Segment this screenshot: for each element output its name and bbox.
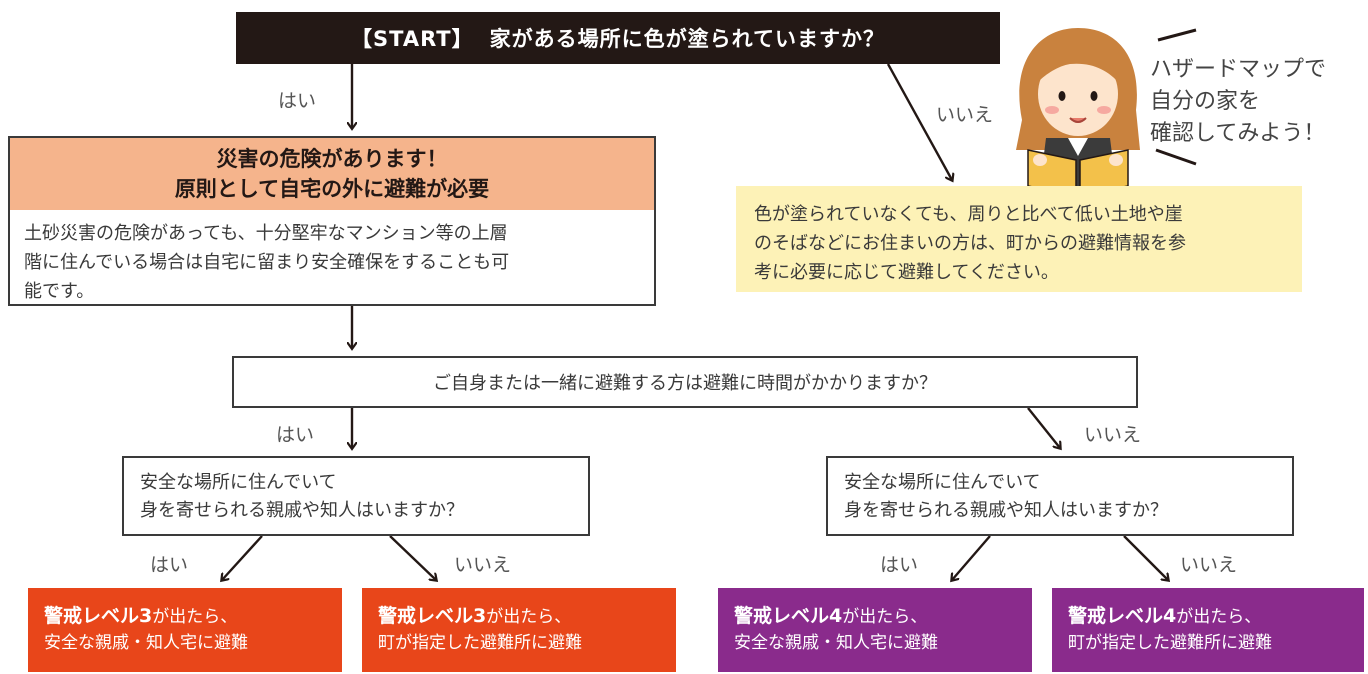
arrow-left-yes — [222, 535, 263, 580]
start-question: 家がある場所に色が塗られていますか？ — [489, 27, 885, 51]
result4-rest: が出たら、 — [1176, 607, 1262, 627]
start-question-box: 【START】 家がある場所に色が塗られていますか？ — [236, 12, 1000, 64]
question3-left-line2: 身を寄せられる親戚や知人はいますか？ — [140, 500, 464, 521]
speech-text: ハザードマップで 自分の家を 確認してみよう！ — [1150, 54, 1326, 150]
danger-body-box: 土砂災害の危険があっても、十分堅牢なマンション等の上層 階に住んでいる場合は自宅… — [8, 210, 656, 306]
label-no-q2: いいえ — [1084, 424, 1142, 446]
result3-rest: が出たら、 — [842, 607, 928, 627]
result-level4-relatives: 警戒レベル4が出たら、 安全な親戚・知人宅に避難 — [718, 588, 1032, 672]
arrow-left-no — [389, 535, 436, 580]
danger-body-line3: 能です。 — [24, 281, 95, 302]
danger-title-line2: 原則として自宅の外に避難が必要 — [174, 177, 490, 201]
note-box: 色が塗られていなくても、周りと比べて低い土地や崖 のそばなどにお住まいの方は、町… — [736, 186, 1302, 292]
result-level3-shelter: 警戒レベル3が出たら、 町が指定した避難所に避難 — [362, 588, 676, 672]
question2-box: ご自身または一緒に避難する方は避難に時間がかかりますか？ — [232, 356, 1138, 408]
result1-line2: 安全な親戚・知人宅に避難 — [44, 633, 248, 653]
speech-line1: ハザードマップで — [1150, 57, 1327, 82]
note-line2: のそばなどにお住まいの方は、町からの避難情報を参 — [754, 233, 1186, 254]
arrow-right-yes — [952, 535, 991, 580]
result1-level: 警戒レベル3 — [44, 605, 153, 627]
label-no-start: いいえ — [936, 104, 994, 126]
result3-line2: 安全な親戚・知人宅に避難 — [734, 633, 938, 653]
start-tag: 【START】 — [351, 27, 474, 51]
result3-level: 警戒レベル4 — [734, 605, 843, 627]
danger-title-box: 災害の危険があります！ 原則として自宅の外に避難が必要 — [8, 136, 656, 212]
danger-body-line1: 土砂災害の危険があっても、十分堅牢なマンション等の上層 — [24, 223, 508, 244]
note-line3: 考に必要に応じて避難してください。 — [754, 262, 1059, 283]
label-yes-right: はい — [880, 554, 919, 576]
question3-left-line1: 安全な場所に住んでいて — [140, 472, 337, 493]
result2-line2: 町が指定した避難所に避難 — [378, 633, 582, 653]
danger-body-line2: 階に住んでいる場合は自宅に留まり安全確保をすることも可 — [24, 252, 510, 273]
result4-line2: 町が指定した避難所に避難 — [1068, 633, 1272, 653]
result4-level: 警戒レベル4 — [1068, 605, 1177, 627]
speech-line3: 確認してみよう！ — [1150, 121, 1326, 146]
speech-marks — [1155, 28, 1197, 166]
result2-level: 警戒レベル3 — [378, 605, 487, 627]
arrow-right-no — [1123, 535, 1168, 580]
label-yes-start: はい — [278, 90, 317, 112]
danger-title-line1: 災害の危険があります！ — [216, 147, 448, 171]
arrow-q2-no — [1027, 407, 1060, 448]
question3-right-line2: 身を寄せられる親戚や知人はいますか？ — [844, 500, 1168, 521]
girl-reading-map-icon — [1016, 28, 1140, 197]
speech-line2: 自分の家を — [1150, 89, 1261, 114]
label-yes-q2: はい — [276, 424, 315, 446]
result1-rest: が出たら、 — [152, 607, 238, 627]
label-no-left: いいえ — [454, 554, 512, 576]
label-no-right: いいえ — [1180, 554, 1238, 576]
result-level4-shelter: 警戒レベル4が出たら、 町が指定した避難所に避難 — [1052, 588, 1364, 672]
arrow-start-no — [886, 63, 952, 180]
question2-text: ご自身または一緒に避難する方は避難に時間がかかりますか？ — [433, 373, 937, 394]
question3-right-box: 安全な場所に住んでいて 身を寄せられる親戚や知人はいますか？ — [826, 456, 1294, 536]
question3-right-line1: 安全な場所に住んでいて — [844, 472, 1041, 493]
result-level3-relatives: 警戒レベル3が出たら、 安全な親戚・知人宅に避難 — [28, 588, 342, 672]
result2-rest: が出たら、 — [486, 607, 572, 627]
note-line1: 色が塗られていなくても、周りと比べて低い土地や崖 — [754, 204, 1183, 225]
question3-left-box: 安全な場所に住んでいて 身を寄せられる親戚や知人はいますか？ — [122, 456, 590, 536]
label-yes-left: はい — [150, 554, 189, 576]
